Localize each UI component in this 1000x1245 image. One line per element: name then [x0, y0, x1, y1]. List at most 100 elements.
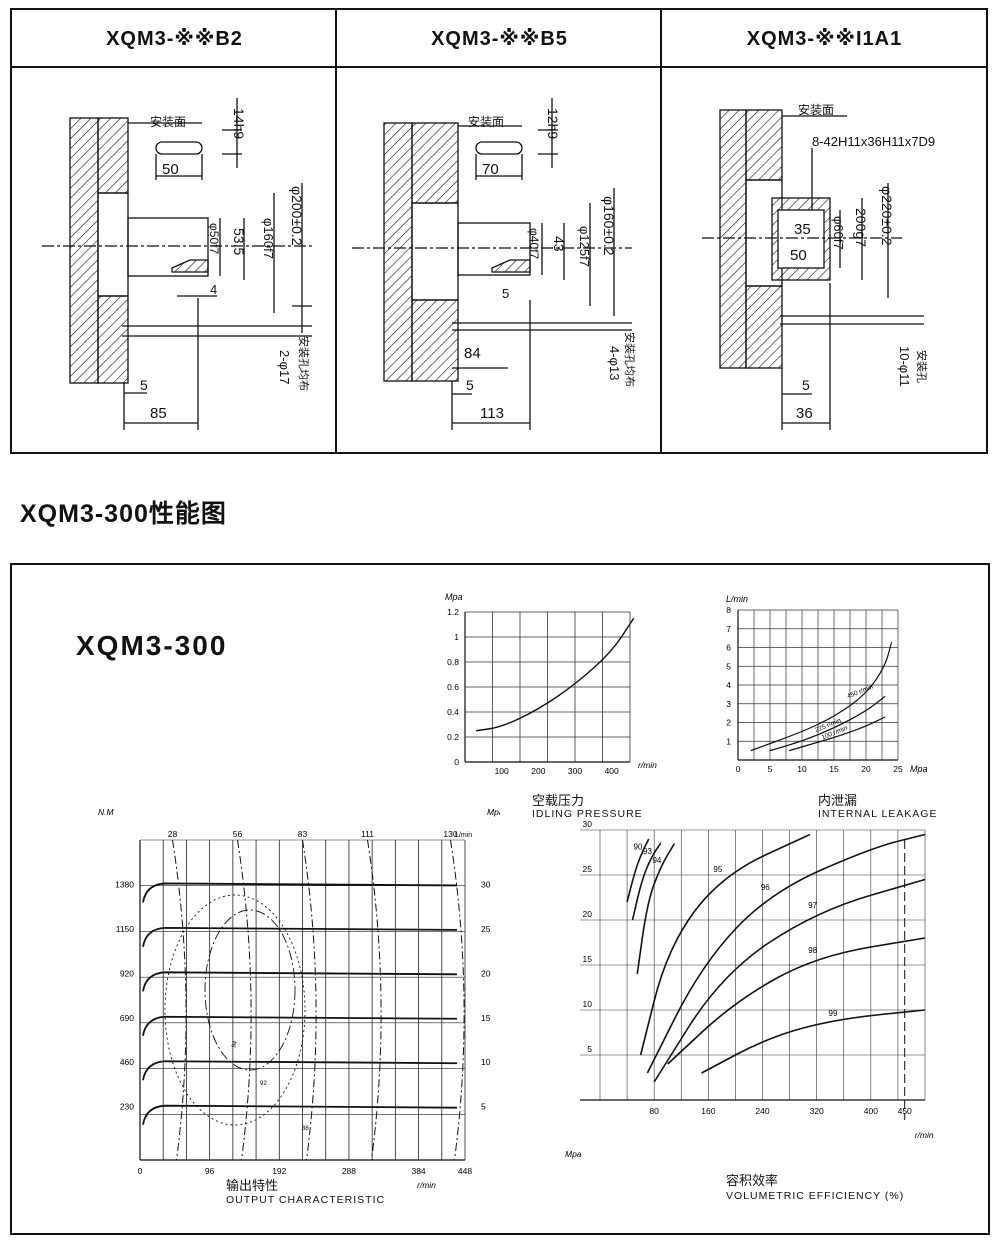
- y-tick-label: 15: [583, 954, 593, 964]
- spline-spec: 8-42H11x36H11x7D9: [812, 134, 935, 149]
- torque-curve: [142, 882, 458, 903]
- offset: 5: [502, 286, 509, 301]
- efficiency-contour: [204, 909, 296, 1071]
- overall-length: 113: [480, 405, 504, 422]
- x-tick-label: 100: [495, 766, 509, 776]
- y-tick-label: 4: [726, 680, 731, 690]
- efficiency-curve: [631, 842, 662, 921]
- mount-holes-note: 安装孔: [915, 350, 929, 383]
- contour-label: 92: [260, 1081, 267, 1087]
- top-unit: L/min: [455, 832, 472, 839]
- x-tick-label: 80: [649, 1106, 659, 1116]
- curve-label: 96: [761, 883, 770, 892]
- output-caption-en: OUTPUT CHARACTERISTIC: [226, 1194, 386, 1206]
- recess: 5: [140, 377, 148, 393]
- flow-line: [302, 839, 317, 1161]
- shaft-height: 43: [551, 236, 567, 252]
- performance-panel: [10, 563, 990, 1235]
- shaft-diameter: φ60f7: [831, 216, 846, 250]
- x-tick-label: 400: [864, 1106, 878, 1116]
- x-tick-label: 10: [797, 764, 807, 774]
- x-tick-label: 20: [861, 764, 871, 774]
- key-length: 50: [162, 161, 179, 178]
- mount-holes: 10-φ11: [897, 346, 912, 387]
- y-left-tick: 1380: [115, 879, 134, 889]
- pilot-diameter: φ160f7: [261, 218, 276, 259]
- series-line: [789, 716, 886, 752]
- drawing-b2: 安装面 50 14h9 φ50f7 53.5 φ160f7 φ200±0.2 4…: [42, 98, 312, 430]
- top-tick-label: 111: [361, 829, 374, 839]
- section-title: XQM3-300性能图: [20, 500, 227, 528]
- y-tick-label: 0.2: [447, 732, 459, 742]
- x-tick-label: 288: [342, 1166, 356, 1176]
- x-tick-label: 200: [531, 766, 545, 776]
- y-right-tick: 30: [481, 879, 491, 889]
- y-tick-label: 1: [454, 632, 459, 642]
- volumetric-caption-en: VOLUMETRIC EFFICIENCY (%): [726, 1190, 905, 1202]
- leakage-caption-cn: 内泄漏: [818, 793, 858, 808]
- variant-col-b2: [12, 10, 337, 452]
- torque-curve: [142, 1104, 458, 1125]
- y-axis-label: Mpa: [565, 1149, 582, 1159]
- idling-caption-en: IDLING PRESSURE: [532, 808, 643, 820]
- x-tick-label: 0: [736, 764, 741, 774]
- y-tick-label: 0.6: [447, 682, 459, 692]
- x-tick-label: 15: [829, 764, 839, 774]
- y-left-label: N.M: [98, 807, 115, 817]
- key-width: 14h9: [231, 108, 247, 139]
- x-tick-label: 25: [893, 764, 903, 774]
- x-tick-label: 384: [411, 1166, 425, 1176]
- mount-holes: 2-φ17: [277, 350, 292, 384]
- pcd: φ200±0.2: [289, 186, 305, 246]
- flange-label: 安装面: [798, 102, 834, 117]
- flow-line: [237, 839, 252, 1161]
- shaft-height: 53.5: [231, 228, 247, 255]
- pilot-diameter: φ125f7: [577, 226, 592, 267]
- curve-label: 99: [829, 1009, 838, 1018]
- x-axis-label: r/min: [417, 1180, 436, 1190]
- y-tick-label: 3: [726, 699, 731, 709]
- shaft-diameter: φ50f7: [207, 223, 221, 254]
- flow-line: [172, 839, 187, 1161]
- y-right-tick: 10: [481, 1057, 491, 1067]
- y-tick-label: 5: [726, 661, 731, 671]
- key-length: 70: [482, 161, 499, 178]
- leakage-caption-en: INTERNAL LEAKAGE: [818, 808, 938, 820]
- pcd: φ160±0.2: [601, 196, 617, 256]
- contour-label: 88: [302, 1126, 309, 1132]
- y-tick-label: 5: [587, 1044, 592, 1054]
- y-left-tick: 1150: [116, 924, 135, 934]
- series-line: [769, 695, 886, 752]
- curve-label: 90: [634, 843, 643, 852]
- recess: 5: [802, 377, 810, 393]
- x-tick-label: 448: [458, 1166, 472, 1176]
- efficiency-curve: [701, 1009, 926, 1074]
- mount-holes: 4-φ13: [607, 346, 622, 380]
- offset: 4: [210, 282, 217, 297]
- y-left-tick: 230: [120, 1102, 134, 1112]
- curve-label: 93: [643, 847, 652, 856]
- flange-label: 安装面: [150, 114, 186, 129]
- y-tick-label: 2: [726, 718, 731, 728]
- x-axis-label: r/min: [638, 760, 657, 770]
- y-axis-label: Mpa: [445, 592, 463, 602]
- efficiency-curve: [667, 937, 926, 1065]
- x-axis-label: r/min: [915, 1130, 934, 1140]
- x-tick-label: 400: [605, 766, 619, 776]
- x-tick-label: 5: [768, 764, 773, 774]
- curve-label: 95: [713, 865, 722, 874]
- recess: 5: [466, 377, 474, 393]
- y-tick-label: 25: [583, 864, 593, 874]
- table-header-row: [12, 10, 986, 68]
- x-tick-label: 450: [898, 1106, 912, 1116]
- y-tick-label: 1.2: [447, 607, 459, 617]
- flange-label: 安装面: [468, 114, 504, 129]
- flow-line: [450, 839, 465, 1161]
- x-tick-label: 160: [701, 1106, 715, 1116]
- overall-length: 36: [796, 405, 813, 422]
- x-tick-label: 96: [205, 1166, 215, 1176]
- torque-curve: [142, 1060, 458, 1081]
- curve-label: 94: [652, 856, 661, 865]
- y-tick-label: 7: [726, 624, 731, 634]
